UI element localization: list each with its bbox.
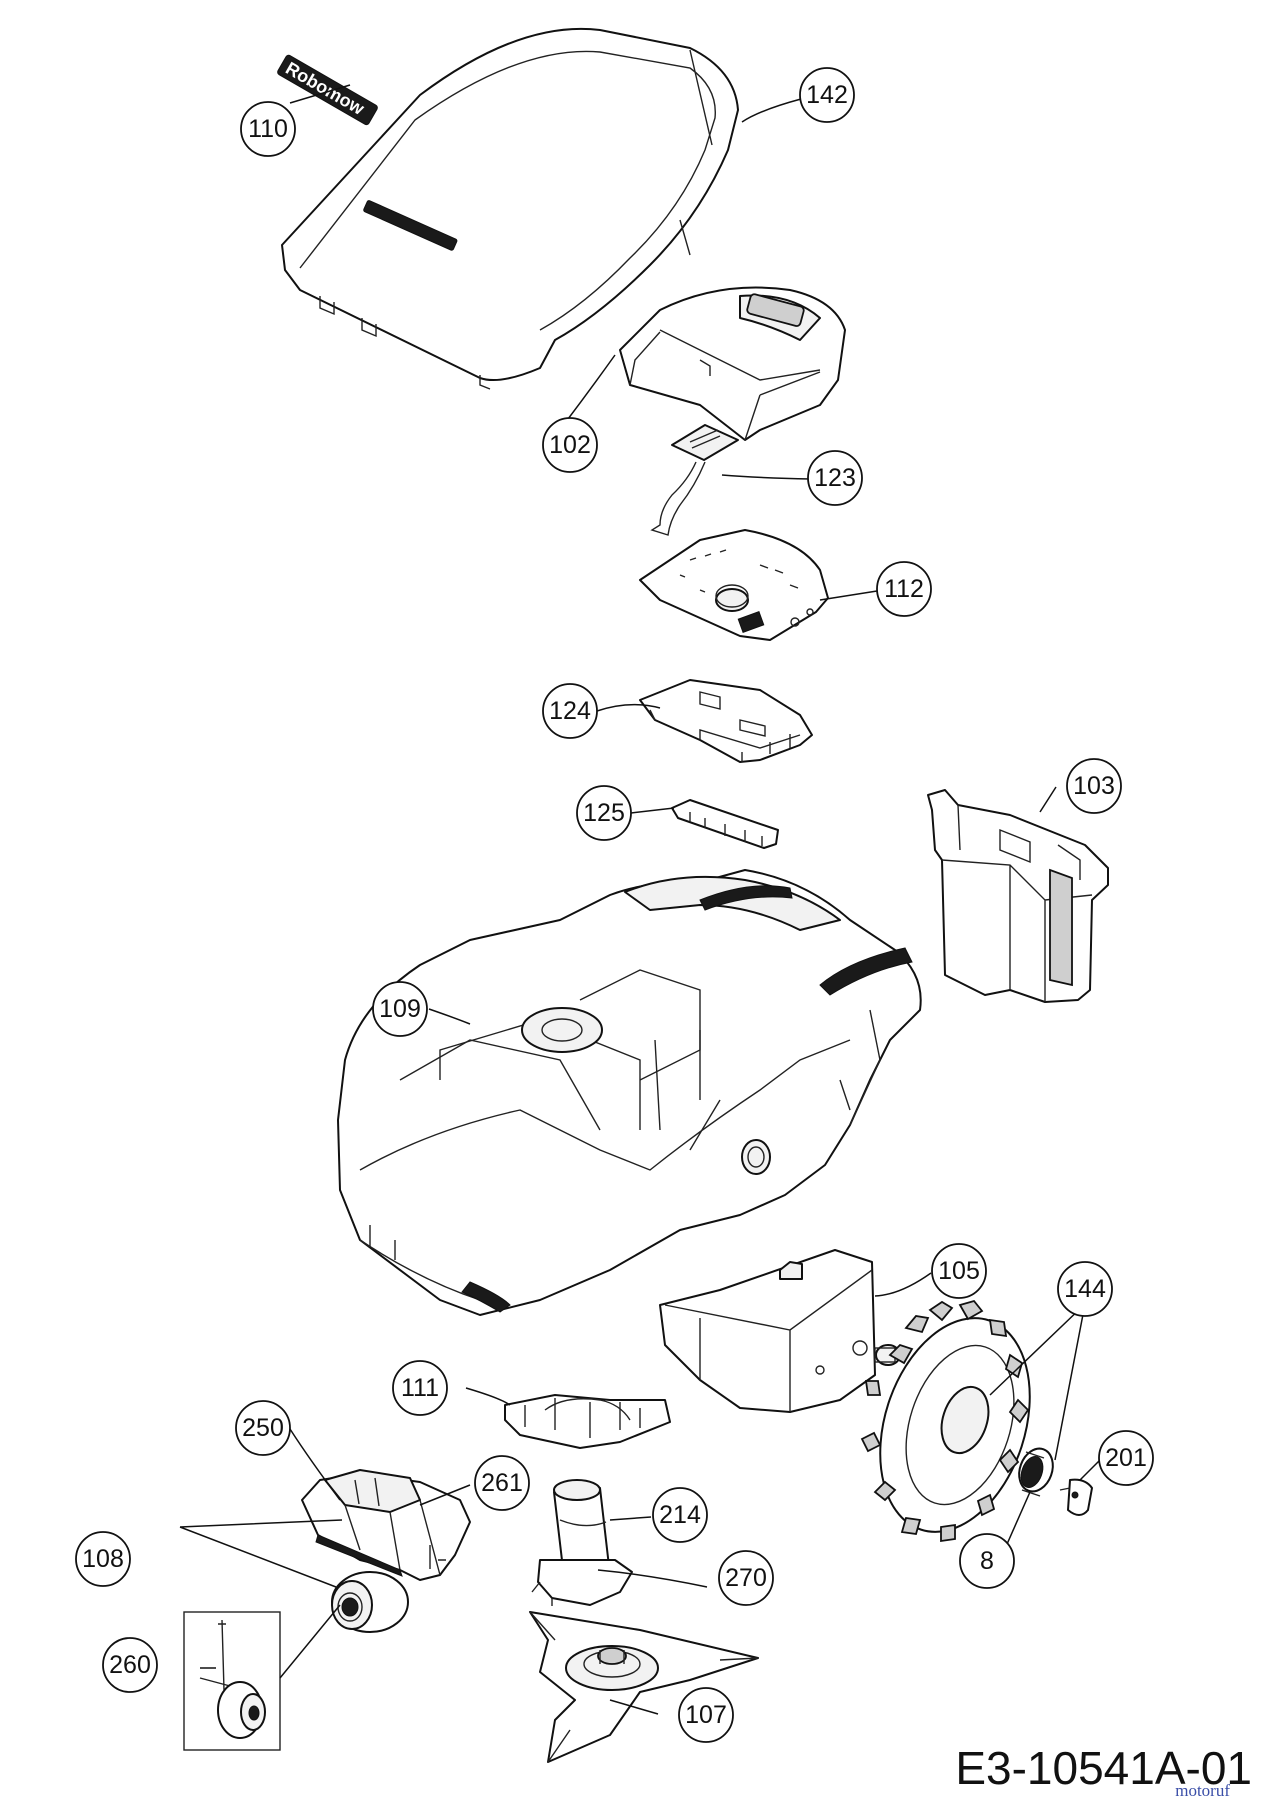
watermark-text: motoruf [1175, 1781, 1230, 1800]
callout-108: 108 [75, 1531, 131, 1587]
callout-label-144: 144 [1064, 1275, 1106, 1303]
part-keypad-membrane [650, 424, 739, 536]
part-cutting-blade [529, 1611, 759, 1763]
callout-144: 144 [1057, 1261, 1113, 1317]
part-hub-cap [1018, 1447, 1054, 1497]
callout-124: 124 [542, 683, 598, 739]
callout-112: 112 [876, 561, 932, 617]
callout-214: 214 [652, 1487, 708, 1543]
callout-label-260: 260 [109, 1651, 151, 1679]
callout-label-111: 111 [401, 1374, 439, 1402]
part-main-body [337, 869, 922, 1316]
leader-lines [179, 84, 1100, 1715]
callout-201: 201 [1098, 1430, 1154, 1486]
callout-107: 107 [678, 1687, 734, 1743]
callout-label-125: 125 [583, 799, 625, 827]
callout-label-8: 8 [980, 1547, 994, 1575]
part-bracket-bar [671, 799, 779, 849]
callout-105: 105 [931, 1243, 987, 1299]
callout-103: 103 [1066, 758, 1122, 814]
decal-brand-text: Robomow [282, 58, 368, 119]
callout-label-124: 124 [549, 697, 591, 725]
callout-260: 260 [102, 1637, 158, 1693]
callout-label-108: 108 [82, 1545, 124, 1573]
callout-261: 261 [474, 1455, 530, 1511]
part-front-wheel [331, 1571, 409, 1633]
part-battery-compartment [927, 789, 1109, 1003]
part-front-caster-assembly [301, 1469, 471, 1581]
callout-label-270: 270 [725, 1564, 767, 1592]
callout-label-123: 123 [814, 464, 856, 492]
callout-label-142: 142 [806, 81, 848, 109]
part-caster-fork-detail [183, 1611, 281, 1751]
callout-label-201: 201 [1105, 1444, 1147, 1472]
diagram-code: E3-10541A-01 [955, 1742, 1252, 1794]
callout-142: 142 [799, 67, 855, 123]
callout-label-109: 109 [379, 995, 421, 1023]
callout-label-112: 112 [884, 575, 924, 603]
part-bracket-cradle [504, 1394, 671, 1449]
callout-102: 102 [542, 417, 598, 473]
part-drive-wheel [860, 1299, 1031, 1543]
callout-label-250: 250 [242, 1414, 284, 1442]
callout-110: 110 [240, 101, 296, 157]
callout-label-110: 110 [248, 115, 288, 143]
callout-8: 8 [959, 1533, 1015, 1589]
part-main-pcb [639, 529, 829, 641]
callout-label-214: 214 [659, 1501, 701, 1529]
callout-111: 111 [392, 1360, 448, 1416]
callout-label-105: 105 [938, 1257, 980, 1285]
part-hub-screw [1059, 1478, 1093, 1516]
callout-123: 123 [807, 450, 863, 506]
part-blade-motor [531, 1479, 633, 1606]
part-top-cover [281, 27, 739, 390]
callout-label-261: 261 [481, 1469, 523, 1497]
part-console-housing [619, 286, 846, 441]
callout-270: 270 [718, 1550, 774, 1606]
callout-125: 125 [576, 785, 632, 841]
callout-109: 109 [372, 981, 428, 1037]
callout-label-102: 102 [549, 431, 591, 459]
part-drive-motor [659, 1249, 901, 1413]
callout-label-103: 103 [1073, 772, 1115, 800]
callout-label-107: 107 [685, 1701, 727, 1729]
part-pcb-tray [639, 679, 813, 763]
callout-250: 250 [235, 1400, 291, 1456]
